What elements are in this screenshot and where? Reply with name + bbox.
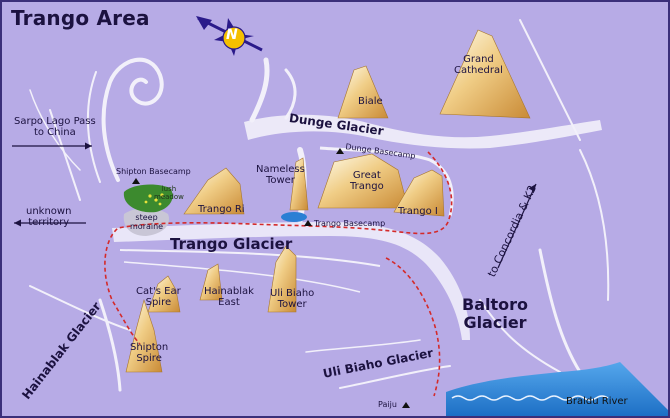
label-trango-ri: Trango Ri (198, 204, 245, 215)
mountain-peaks (125, 29, 531, 373)
river-waves (451, 395, 609, 401)
braldu-river (446, 362, 668, 416)
label-great-trango: Great Trango (350, 170, 384, 192)
label-sarpo-lago-pass: Sarpo Lago Pass to China (14, 116, 96, 138)
meadow-flowers (144, 193, 164, 206)
label-braldu-river: Braldu River (566, 396, 628, 407)
label-steep-moraine: steep moraine (130, 213, 164, 231)
peak-biale (337, 65, 389, 119)
sarpo-lago-glacier (49, 57, 164, 201)
compass-letter: N (226, 27, 238, 43)
label-nameless-tower: Nameless Tower (256, 164, 305, 186)
peak-grand-cathedral (439, 29, 531, 119)
label-uli-biaho-tower: Uli Biaho Tower (270, 288, 315, 310)
steep-moraine-patch (123, 208, 170, 236)
label-trango-basecamp: Trango Basecamp (314, 219, 386, 228)
direction-arrows (12, 142, 537, 269)
trekking-trail (104, 151, 453, 397)
peak-cats-ear-spire (147, 275, 181, 313)
label-hainablak-east: Hainablak East (204, 286, 254, 308)
label-unknown-territory: unknown territory (26, 206, 72, 228)
peak-trango-i (393, 169, 445, 217)
peak-great-trango (317, 153, 409, 209)
label-trango-glacier: Trango Glacier (170, 235, 293, 253)
peak-trango-ri (183, 167, 245, 215)
peak-shipton-spire (125, 298, 163, 373)
label-cats-ear-spire: Cat's Ear Spire (136, 286, 181, 308)
label-shipton-spire: Shipton Spire (130, 342, 169, 364)
label-paiju: Paiju (378, 400, 397, 409)
label-lush-meadow: lush meadow (154, 185, 184, 201)
lush-meadow-patch (123, 184, 173, 213)
label-baltoro-glacier: Baltoro Glacier (462, 295, 528, 332)
compass-rose-icon (196, 16, 263, 56)
label-biale: Biale (358, 96, 383, 107)
ice-streams (29, 19, 610, 392)
peak-hainablak-east (199, 263, 223, 301)
label-trango-i: Trango I (398, 206, 438, 217)
label-shipton-basecamp: Shipton Basecamp (116, 167, 191, 176)
camp-markers (132, 148, 410, 408)
glacial-lake (281, 212, 307, 222)
peak-nameless-tower (289, 157, 309, 211)
map-title: Trango Area (11, 6, 150, 30)
label-grand-cathedral: Grand Cathedral (454, 54, 503, 76)
peak-uli-biaho-tower (267, 245, 297, 313)
